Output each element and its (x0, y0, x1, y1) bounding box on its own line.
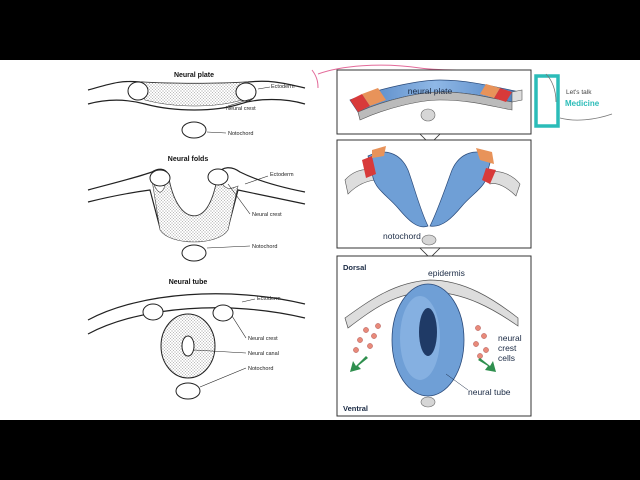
logo-swoosh-icon (545, 73, 613, 121)
neural-tube-label: neural tube (468, 387, 511, 397)
neural-crest-cells-right (473, 325, 489, 359)
notochord (420, 396, 436, 408)
notochord-label: notochord (383, 231, 421, 241)
ectoderm-right-wing (511, 89, 523, 103)
neural-plate-label: neural plate (408, 86, 453, 96)
plate-front-edge (357, 91, 513, 121)
down-arrow-2 (419, 247, 441, 259)
crest-right-red (494, 88, 512, 102)
neural-crest-label-line1: neural (498, 333, 522, 343)
crest-right-orange (476, 148, 494, 164)
neural-plate-tissue (139, 81, 249, 107)
neural-plate-box: neural plate (336, 69, 532, 135)
crest-left-orange (372, 146, 386, 158)
fold-left (367, 151, 429, 228)
crest-left-red (362, 156, 376, 178)
notochord-label: Notochord (252, 244, 277, 250)
epidermis-label: epidermis (428, 268, 465, 278)
ectoderm-bottom-line (87, 98, 306, 111)
neural-tube-panel: Neural tube Ectoderm Neural crest Neural… (87, 279, 306, 400)
down-arrow-1 (419, 133, 441, 145)
neural-plate-title: Neural plate (174, 72, 214, 79)
notochord (181, 244, 207, 262)
notochord (181, 121, 207, 139)
ectoderm-inner-line (87, 307, 306, 335)
notochord (175, 382, 201, 400)
ectoderm-label: Ectoderm (257, 296, 281, 302)
logo-line1: Let's talk (566, 89, 592, 96)
neural-crest-left (142, 303, 164, 321)
ectoderm-label: Ectoderm (271, 84, 295, 90)
fold-right (429, 151, 493, 227)
neural-tube-lumen (419, 308, 437, 356)
neural-crest-right (207, 168, 229, 186)
ectoderm-right (487, 171, 521, 197)
epidermis-sheet (344, 279, 519, 329)
neural-crest-label: Neural crest (252, 212, 282, 218)
lets-talk-medicine-logo: Let's talk Medicine (534, 73, 613, 128)
neural-crest-left (149, 169, 171, 187)
neural-tube-box: Dorsal Ventral epidermis neural crest ce… (336, 255, 532, 417)
ventral-label: Ventral (343, 404, 368, 413)
logo-frame-icon (534, 74, 560, 128)
neural-folds-title: Neural folds (168, 156, 209, 163)
slide: Neural plate Ectoderm Neural crest Notoc… (0, 60, 640, 420)
neural-folds-box: notochord (336, 139, 532, 249)
migration-arrow-left (350, 356, 368, 372)
neural-crest-right (235, 82, 257, 102)
dorsal-label: Dorsal (343, 263, 366, 272)
ectoderm-outer-line (87, 293, 306, 321)
neural-crest-label: Neural crest (226, 106, 256, 112)
neural-canal-label: Neural canal (248, 351, 279, 357)
crest-right-orange (480, 84, 500, 98)
neurulation-diagram: Neural plate Ectoderm Neural crest Notoc… (87, 64, 613, 417)
logo-line2: Medicine (565, 99, 600, 108)
crest-right-red (482, 168, 496, 184)
migration-arrow-right (478, 358, 496, 372)
notochord (421, 234, 437, 246)
neural-folds-panel: Neural folds Ectoderm Neural crest Notoc… (87, 156, 306, 262)
neural-canal (181, 335, 195, 357)
notochord-label: Notochord (228, 131, 253, 137)
notochord-label: Notochord (248, 366, 273, 372)
ectoderm-label: Ectoderm (270, 172, 294, 178)
neural-crest-label: Neural crest (248, 336, 278, 342)
notochord (420, 108, 436, 122)
neural-crest-label-line3: cells (498, 353, 515, 363)
neural-crest-label-line2: crest (498, 343, 517, 353)
neural-crest-right (212, 304, 234, 322)
crest-left-orange (362, 88, 386, 106)
neural-crest-left (127, 81, 149, 101)
neural-plate-panel: Neural plate Ectoderm Neural crest Notoc… (87, 72, 306, 139)
neural-crest-cells-left (353, 323, 381, 353)
neural-tube-title: Neural tube (169, 279, 208, 286)
